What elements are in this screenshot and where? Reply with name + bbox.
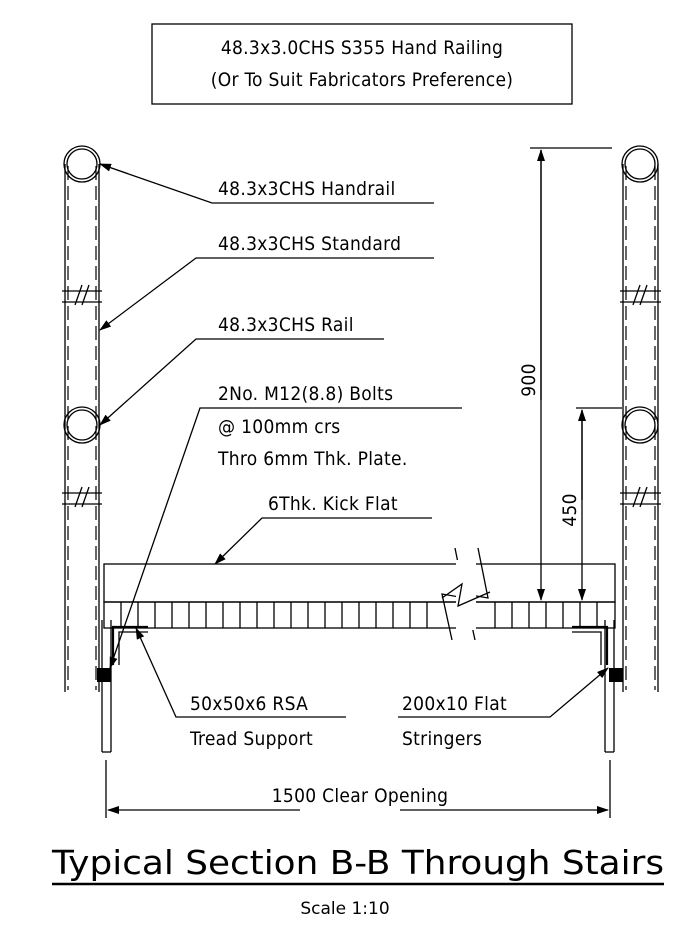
- right-handrail-circle: [621, 145, 659, 183]
- tread-grating-bars: [120, 602, 598, 628]
- left-rail-circle: [63, 406, 101, 444]
- rsa-leader: [135, 627, 346, 718]
- clear-opening-label: 1500 Clear Opening: [272, 785, 449, 807]
- rsa-label-1: 50x50x6 RSA: [190, 693, 308, 715]
- left-standard-post: [62, 164, 112, 753]
- bolts-label-1: 2No. M12(8.8) Bolts: [218, 383, 393, 405]
- dimension-900: [530, 147, 612, 601]
- flat-label-2: Stringers: [402, 728, 482, 750]
- rsa-label-2: Tread Support: [189, 728, 313, 750]
- right-rsa-angle: [572, 625, 609, 665]
- bolts-label-3: Thro 6mm Thk. Plate.: [217, 448, 408, 470]
- bolts-label-2: @ 100mm crs: [218, 416, 341, 438]
- flat-label-1: 200x10 Flat: [402, 693, 507, 715]
- rail-label: 48.3x3CHS Rail: [218, 314, 354, 336]
- right-rail-circle: [621, 406, 659, 444]
- drawing-title: Typical Section B-B Through Stairs: [51, 843, 664, 882]
- left-handrail-circle: [63, 145, 101, 183]
- kick-flat: [103, 563, 616, 603]
- handrail-label: 48.3x3CHS Handrail: [218, 178, 396, 200]
- standard-leader: [99, 257, 434, 331]
- right-standard-post: [604, 164, 661, 753]
- handrail-leader: [99, 163, 434, 204]
- dimension-450-label: 450: [559, 493, 581, 527]
- flat-leader: [398, 667, 609, 718]
- dimension-clear-opening: [105, 760, 611, 818]
- dimension-900-label: 900: [518, 363, 540, 397]
- scale-label: Scale 1:10: [300, 899, 389, 919]
- rail-leader: [99, 338, 384, 426]
- dimension-450: [576, 407, 622, 601]
- header-line-1: 48.3x3.0CHS S355 Hand Railing: [221, 37, 503, 59]
- standard-label: 48.3x3CHS Standard: [218, 233, 401, 255]
- bolts-leader: [109, 407, 462, 669]
- header-box: [151, 23, 573, 105]
- kick-flat-label: 6Thk. Kick Flat: [268, 493, 398, 515]
- kick-flat-leader: [214, 517, 432, 565]
- header-line-2: (Or To Suit Fabricators Preference): [211, 69, 514, 91]
